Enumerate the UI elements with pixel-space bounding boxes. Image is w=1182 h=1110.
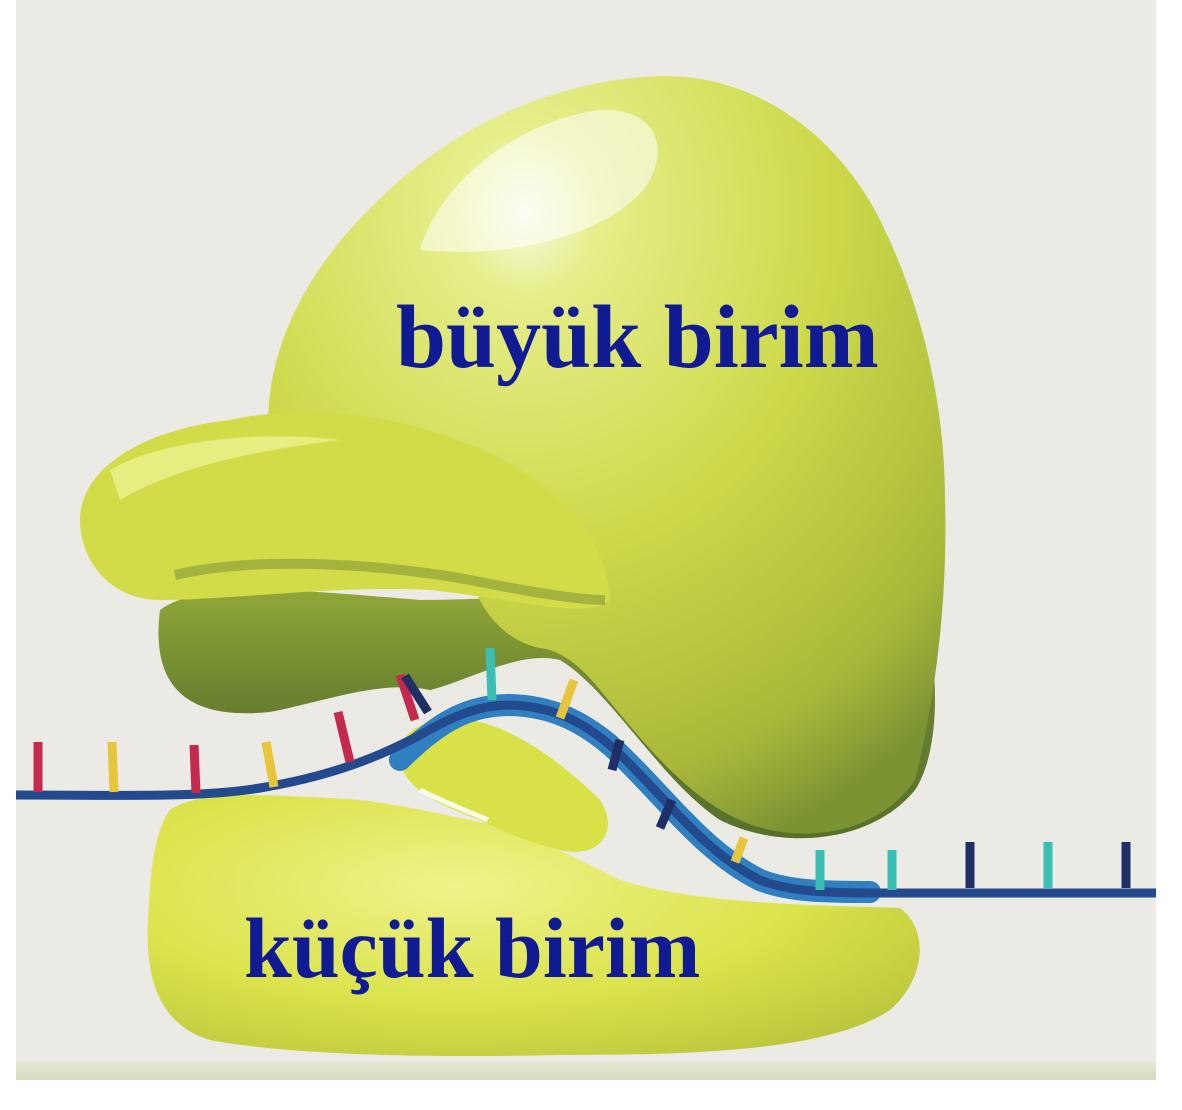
mrna-base-tick xyxy=(194,745,196,793)
floor-shade xyxy=(16,1062,1156,1080)
large-subunit-label: büyük birim xyxy=(396,286,879,389)
mrna-base-tick xyxy=(490,648,492,700)
small-subunit-label: küçük birim xyxy=(244,898,700,998)
mrna-base-tick xyxy=(112,742,114,792)
